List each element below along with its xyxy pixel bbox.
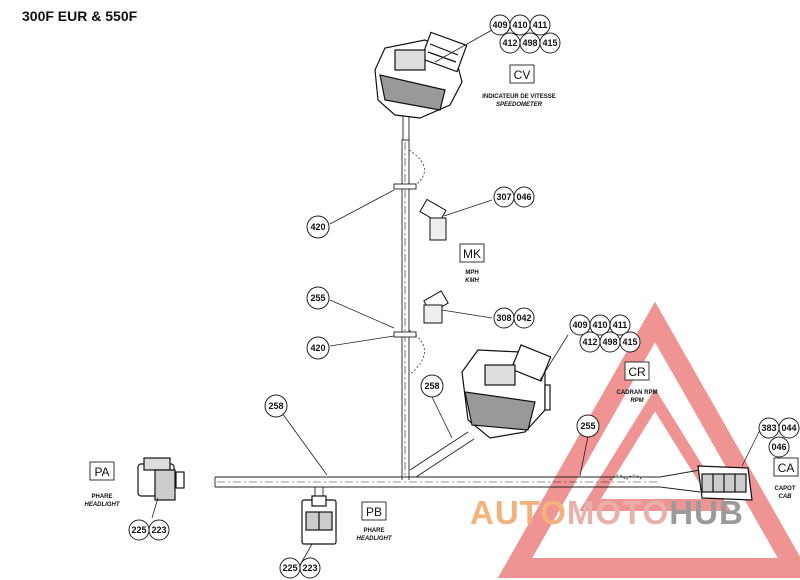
cr-caption-en: RPM bbox=[630, 398, 644, 404]
watermark-part-1: AUTO bbox=[470, 494, 567, 531]
callout-cr-6: 415 bbox=[622, 337, 637, 347]
cr-caption-fr: CADRAN RPM bbox=[617, 390, 658, 396]
ca-code-box bbox=[773, 457, 799, 477]
ca-code: CA bbox=[778, 461, 795, 475]
callout-cr-4: 412 bbox=[582, 337, 597, 347]
pb-code: PB bbox=[366, 505, 382, 519]
pb-caption-en: HEADLIGHT bbox=[357, 536, 393, 542]
clamp-rings bbox=[393, 183, 417, 338]
cv-code: CV bbox=[514, 68, 531, 82]
cv-caption-en: SPEEDOMETER bbox=[496, 102, 543, 108]
pa-caption-en: HEADLIGHT bbox=[85, 502, 121, 508]
watermark-part-2: MOTO bbox=[566, 494, 670, 531]
pb-code-box bbox=[361, 501, 387, 521]
ca-caption-en: CAB bbox=[779, 494, 793, 500]
mk-caption-en: KMH bbox=[465, 278, 479, 284]
cv-connector bbox=[374, 31, 468, 119]
diagram-title: 300F EUR & 550F bbox=[22, 8, 138, 24]
callout-cv-1: 409 bbox=[492, 20, 507, 30]
ca-caption-fr: CAPOT bbox=[775, 486, 796, 492]
cr-code: CR bbox=[628, 365, 646, 379]
pa-connector bbox=[137, 457, 185, 501]
callout-258-left: 258 bbox=[268, 401, 283, 411]
callout-circles bbox=[128, 14, 800, 579]
cr-connector bbox=[461, 344, 552, 439]
pb-connector bbox=[301, 495, 337, 545]
mk-connector-top bbox=[419, 198, 447, 241]
cv-caption-fr: INDICATEUR DE VITESSE bbox=[482, 94, 556, 100]
cv-code-box bbox=[509, 64, 535, 84]
pb-caption-fr: PHARE bbox=[363, 528, 384, 534]
callout-pa-1: 225 bbox=[131, 525, 146, 535]
pa-caption-fr: PHARE bbox=[91, 494, 112, 500]
callout-420-top: 420 bbox=[310, 222, 325, 232]
callout-255-mid: 255 bbox=[310, 293, 325, 303]
callout-cr-2: 410 bbox=[592, 320, 607, 330]
callout-cv-2: 410 bbox=[512, 20, 527, 30]
watermark-triangle bbox=[497, 301, 800, 578]
callout-258-diag: 258 bbox=[424, 381, 439, 391]
callout-mk-top-2: 046 bbox=[516, 192, 531, 202]
callout-mk-top-1: 307 bbox=[496, 192, 511, 202]
leader-lines bbox=[151, 29, 761, 566]
callout-cv-6: 415 bbox=[542, 38, 557, 48]
callout-mk-bottom-2: 042 bbox=[516, 313, 531, 323]
mk-code-box bbox=[459, 243, 485, 263]
pa-code: PA bbox=[94, 465, 109, 479]
mk-connector-bottom bbox=[423, 290, 449, 324]
callout-cv-5: 498 bbox=[522, 38, 537, 48]
callout-255-right: 255 bbox=[580, 421, 595, 431]
callout-cr-1: 409 bbox=[572, 320, 587, 330]
callout-cv-3: 411 bbox=[533, 20, 548, 30]
callout-pa-2: 223 bbox=[151, 525, 166, 535]
callout-pb-1: 225 bbox=[282, 563, 297, 573]
callout-cr-3: 411 bbox=[613, 320, 628, 330]
mk-caption-fr: MPH bbox=[465, 270, 478, 276]
ca-connector bbox=[697, 465, 753, 501]
callout-mk-bottom-1: 308 bbox=[496, 313, 511, 323]
callout-cv-4: 412 bbox=[502, 38, 517, 48]
watermark-text: AUTOMOTOHUB bbox=[470, 494, 744, 532]
watermark-part-3: HUB bbox=[669, 494, 744, 531]
callout-pb-2: 223 bbox=[302, 563, 317, 573]
pa-code-box bbox=[89, 461, 115, 481]
mk-code: MK bbox=[463, 247, 481, 261]
cr-code-box bbox=[624, 361, 650, 381]
wire-loops bbox=[408, 149, 643, 481]
callout-ca-3: 046 bbox=[771, 442, 786, 452]
callout-cr-5: 498 bbox=[602, 337, 617, 347]
callout-ca-1: 383 bbox=[761, 423, 776, 433]
callout-ca-2: 044 bbox=[781, 423, 796, 433]
callout-420-bottom: 420 bbox=[310, 343, 325, 353]
